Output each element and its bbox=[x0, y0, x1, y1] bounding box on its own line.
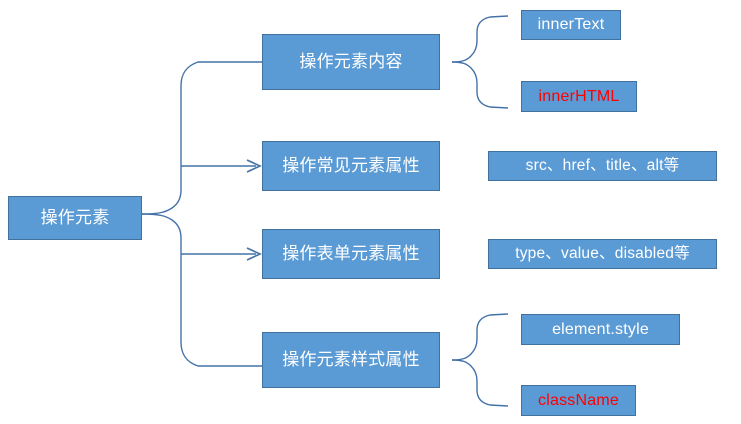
node-leaf-class-name-label: className bbox=[538, 391, 619, 409]
node-leaf-element-style[interactable]: element.style bbox=[521, 314, 680, 345]
node-leaf-form-attr-list[interactable]: type、value、disabled等 bbox=[488, 239, 717, 269]
arrow-head-icon bbox=[246, 159, 262, 173]
node-branch-common-attrs-label: 操作常见元素属性 bbox=[282, 155, 420, 175]
node-leaf-inner-html-label: innerHTML bbox=[538, 87, 620, 105]
node-leaf-inner-text[interactable]: innerText bbox=[521, 10, 621, 40]
node-leaf-common-attr-list[interactable]: src、href、title、alt等 bbox=[488, 151, 717, 181]
node-branch-common-attrs[interactable]: 操作常见元素属性 bbox=[262, 141, 440, 191]
node-leaf-form-attr-list-label: type、value、disabled等 bbox=[515, 245, 690, 263]
node-branch-content-label: 操作元素内容 bbox=[299, 51, 403, 71]
node-root[interactable]: 操作元素 bbox=[8, 196, 142, 240]
node-root-label: 操作元素 bbox=[40, 207, 110, 227]
node-leaf-class-name[interactable]: className bbox=[521, 385, 636, 416]
style-brace-connector bbox=[451, 313, 509, 407]
node-branch-form-attrs[interactable]: 操作表单元素属性 bbox=[262, 229, 440, 279]
arrow-head-icon bbox=[246, 247, 262, 261]
node-leaf-common-attr-list-label: src、href、title、alt等 bbox=[525, 157, 680, 175]
root-brace-connector bbox=[141, 61, 262, 367]
node-branch-style-attrs[interactable]: 操作元素样式属性 bbox=[262, 332, 440, 388]
node-leaf-element-style-label: element.style bbox=[552, 320, 649, 338]
content-brace-connector bbox=[451, 15, 509, 109]
node-branch-form-attrs-label: 操作表单元素属性 bbox=[282, 243, 420, 263]
node-leaf-inner-text-label: innerText bbox=[537, 16, 605, 34]
node-branch-style-attrs-label: 操作元素样式属性 bbox=[282, 349, 420, 369]
node-branch-content[interactable]: 操作元素内容 bbox=[262, 34, 440, 90]
node-leaf-inner-html[interactable]: innerHTML bbox=[521, 81, 637, 112]
